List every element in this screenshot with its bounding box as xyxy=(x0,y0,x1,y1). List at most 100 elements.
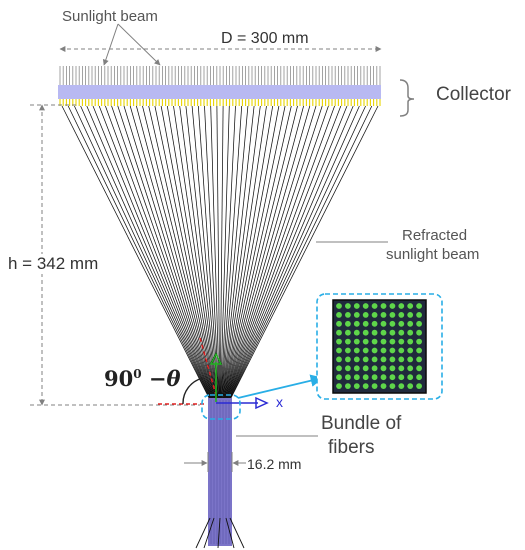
triangle-arrow-icon xyxy=(209,352,223,365)
refracted-ray xyxy=(142,105,215,399)
refracted-ray xyxy=(185,105,218,399)
fiber-dot xyxy=(389,383,396,389)
fiber-dot xyxy=(371,320,378,327)
refracted-ray xyxy=(225,105,298,399)
collector-label: Collector xyxy=(436,84,511,105)
refracted-ray xyxy=(229,105,360,399)
bundle-label-line2: fibers xyxy=(328,437,375,458)
fiber-width-label: 16.2 mm xyxy=(247,456,302,472)
fiber-dot xyxy=(389,365,396,372)
refracted-ray xyxy=(216,105,221,399)
fiber-dot xyxy=(380,320,387,327)
fiber-dot xyxy=(336,329,342,336)
fiber-dot xyxy=(380,356,387,363)
bundle-label-line1: Bundle of xyxy=(321,413,402,434)
refracted-ray xyxy=(223,105,280,399)
inset-connector-arrow xyxy=(237,374,324,399)
fiber-dot xyxy=(407,329,414,336)
fiber-dot xyxy=(389,312,396,318)
fiber-dot xyxy=(416,383,422,389)
fiber-dot xyxy=(353,329,360,336)
fiber-dot xyxy=(345,374,351,381)
fiber-dot xyxy=(389,303,396,309)
fiber-dot xyxy=(371,303,378,309)
fiber-bundle-lines xyxy=(210,400,230,544)
fiber-dot xyxy=(380,383,387,389)
fiber-dot xyxy=(389,320,396,327)
exit-rays xyxy=(195,517,245,549)
refracted-ray xyxy=(197,105,219,399)
fiber-dot xyxy=(398,365,405,372)
refracted-ray xyxy=(160,105,217,399)
refracted-ray xyxy=(227,105,335,399)
fiber-dot xyxy=(371,347,378,354)
fiber-dot xyxy=(345,329,351,336)
fiber-dot xyxy=(353,347,360,354)
fiber-dot xyxy=(380,365,387,372)
fiber-dot xyxy=(353,356,360,363)
fiber-dot xyxy=(371,329,378,336)
fiber-dot xyxy=(336,320,342,327)
fiber-dot xyxy=(407,303,414,309)
fiber-dot xyxy=(362,312,369,318)
refracted-ray xyxy=(67,105,210,399)
refracted-ray xyxy=(220,105,236,399)
refracted-ray xyxy=(191,105,219,399)
refracted-rays xyxy=(61,105,379,399)
fiber-dot xyxy=(380,312,387,318)
sunlight-beam-label: Sunlight beam xyxy=(62,8,158,25)
fiber-dot xyxy=(416,312,422,318)
refracted-ray xyxy=(221,105,243,399)
fiber-dot xyxy=(371,383,378,389)
fiber-dot xyxy=(416,365,422,372)
fiber-dot xyxy=(398,347,405,354)
fiber-dot xyxy=(345,320,351,327)
angle-superscript: 0 xyxy=(133,367,142,381)
fiber-dot xyxy=(407,365,414,372)
fiber-dot xyxy=(336,365,342,372)
fiber-dot xyxy=(398,356,405,363)
fiber-dot xyxy=(407,338,414,345)
refracted-ray xyxy=(230,105,373,399)
triangle-arrow-icon xyxy=(255,396,269,410)
refracted-ray xyxy=(173,105,218,399)
fiber-dot xyxy=(362,347,369,354)
refracted-beam-label-line2: sunlight beam xyxy=(386,246,480,263)
fiber-dot xyxy=(345,356,351,363)
fiber-dot xyxy=(345,347,351,354)
refracted-ray xyxy=(136,105,215,399)
refracted-ray xyxy=(92,105,212,399)
refracted-ray xyxy=(210,105,220,399)
fiber-dot xyxy=(353,303,360,309)
refracted-ray xyxy=(228,105,354,399)
fiber-dot xyxy=(345,383,351,389)
fiber-dot xyxy=(362,356,369,363)
angle-base: 90 xyxy=(104,366,134,391)
angle-guide-incline xyxy=(199,337,217,396)
refracted-ray xyxy=(61,105,210,399)
fiber-dot xyxy=(380,374,387,381)
fiber-dot xyxy=(380,347,387,354)
refracted-ray xyxy=(74,105,211,399)
refracted-ray xyxy=(224,105,292,399)
refracted-ray xyxy=(154,105,216,399)
fiber-dot xyxy=(416,329,422,336)
fiber-dot xyxy=(353,312,360,318)
refracted-ray xyxy=(204,105,220,399)
fiber-dot xyxy=(407,383,414,389)
fiber-dot xyxy=(389,347,396,354)
fiber-dot xyxy=(345,365,351,372)
refracted-ray xyxy=(219,105,224,399)
exit-ray xyxy=(203,517,215,549)
exit-ray xyxy=(229,517,245,549)
sunlight-beam-lines xyxy=(59,66,381,86)
fiber-dot xyxy=(398,338,405,345)
fiber-dot xyxy=(362,329,369,336)
fiber-dot xyxy=(362,303,369,309)
fiber-dot xyxy=(345,338,351,345)
angle-arc xyxy=(182,377,204,405)
refracted-ray xyxy=(221,105,249,399)
height-label: h = 342 mm xyxy=(6,254,101,274)
refracted-ray xyxy=(228,105,348,399)
